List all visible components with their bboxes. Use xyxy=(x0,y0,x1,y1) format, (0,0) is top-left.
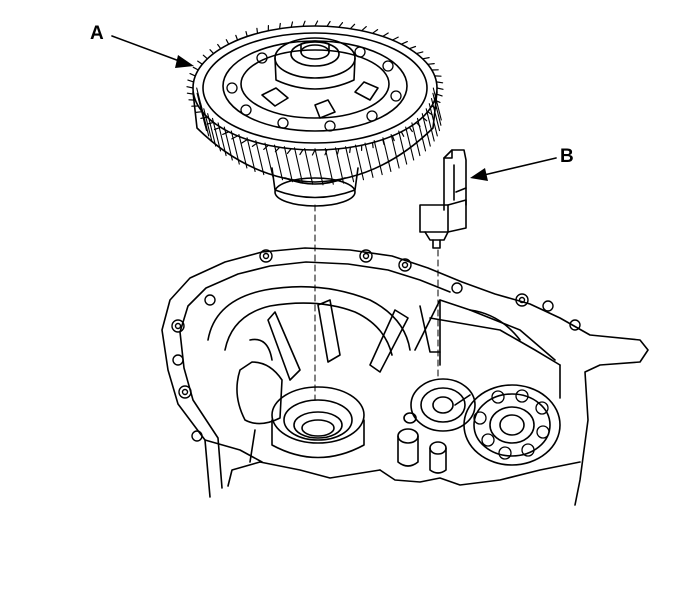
helical-tooth-line xyxy=(373,140,383,176)
helical-tooth-line xyxy=(416,117,427,152)
helical-tooth-line xyxy=(264,142,274,178)
gear-tooth xyxy=(279,22,281,30)
helical-tooth-line xyxy=(230,130,240,165)
gear-tooth xyxy=(400,40,408,45)
leader-arrow-a xyxy=(111,35,194,68)
helical-tooth-line xyxy=(255,140,265,176)
alignment-lines xyxy=(314,204,439,401)
gear-tooth xyxy=(197,60,203,65)
gear-tooth xyxy=(241,139,248,144)
gear-tooth xyxy=(235,34,239,41)
gear-tooth xyxy=(361,26,367,32)
gear-tooth xyxy=(311,149,316,156)
helical-tooth-line xyxy=(390,133,400,169)
helical-tooth-line xyxy=(425,108,435,142)
helical-tooth-line xyxy=(405,126,415,161)
helical-tooth-line xyxy=(273,144,284,181)
gear-tooth xyxy=(382,32,389,38)
gear-tooth xyxy=(299,149,304,156)
helical-tooth-line xyxy=(354,144,365,181)
callout-label-b: B xyxy=(560,146,574,167)
helical-tooth-line xyxy=(334,147,345,184)
part-b-component xyxy=(419,149,467,249)
helical-tooth-line xyxy=(211,117,222,152)
gear-tooth xyxy=(435,81,444,84)
gear-tooth xyxy=(349,146,351,154)
gear-tooth xyxy=(186,86,194,89)
gear-tooth xyxy=(192,66,199,71)
gear-tooth xyxy=(290,21,294,28)
helical-tooth-line xyxy=(246,137,256,173)
transmission-housing xyxy=(161,247,649,506)
leader-arrow-b xyxy=(470,157,557,181)
gear-tooth xyxy=(436,87,444,90)
gear-tooth xyxy=(286,148,292,154)
helical-tooth-line xyxy=(364,142,374,178)
differential-gear-assembly xyxy=(186,20,444,207)
gear-tooth xyxy=(391,135,395,142)
gear-tooth xyxy=(189,72,196,77)
gear-tooth xyxy=(427,62,435,65)
helical-tooth-line xyxy=(411,122,421,157)
helical-tooth-line xyxy=(382,137,392,173)
gear-tooth xyxy=(371,29,379,34)
gear-tooth xyxy=(338,22,344,28)
helical-tooth-line xyxy=(223,126,233,161)
helical-tooth-line xyxy=(207,113,217,147)
gear-tooth xyxy=(422,56,430,60)
gear-tooth xyxy=(371,142,374,149)
helical-tooth-line xyxy=(203,108,213,142)
helical-tooth-line xyxy=(200,103,210,137)
gear-tooth xyxy=(336,148,340,155)
gear-tooth xyxy=(349,23,356,30)
helical-tooth-line xyxy=(432,92,442,126)
gear-tooth xyxy=(314,20,319,27)
helical-tooth-line xyxy=(217,122,227,157)
helical-tooth-line xyxy=(283,146,293,183)
gear-tooth xyxy=(245,31,248,38)
helical-tooth-line xyxy=(428,103,438,137)
helical-tooth-line xyxy=(432,87,442,121)
gear-tooth xyxy=(202,54,208,60)
helical-tooth-line xyxy=(421,113,431,147)
helical-tooth-line xyxy=(197,98,208,132)
helical-tooth-line xyxy=(324,147,334,185)
gear-tooth xyxy=(408,126,413,133)
gear-tooth xyxy=(209,49,215,55)
gear-tooth xyxy=(225,39,230,45)
gear-tooth xyxy=(217,43,222,50)
helical-tooth-line xyxy=(430,98,441,132)
helical-tooth-line xyxy=(238,133,248,169)
helical-tooth-line xyxy=(293,147,304,184)
helical-tooth-line xyxy=(345,146,355,183)
gear-tooth xyxy=(408,45,417,50)
helical-tooth-line xyxy=(314,148,324,186)
gear-tooth xyxy=(400,131,405,137)
gear-tooth xyxy=(326,20,331,27)
gear-tooth xyxy=(187,79,195,83)
gear-tooth xyxy=(391,36,399,41)
helical-tooth-line xyxy=(398,130,408,165)
gear-tooth xyxy=(302,20,306,27)
gear-tooth xyxy=(256,27,259,34)
gear-tooth xyxy=(415,51,424,55)
callout-label-a: A xyxy=(90,23,104,44)
